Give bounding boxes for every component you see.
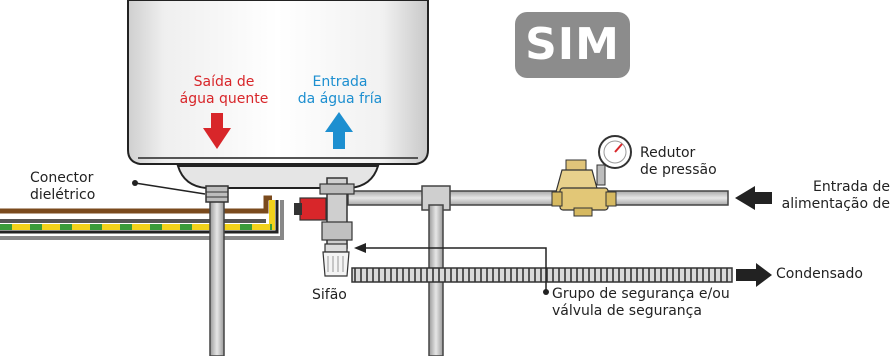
hot-water-pipe bbox=[205, 185, 229, 357]
hot-water-arrow bbox=[203, 113, 231, 149]
condensate-hose bbox=[351, 267, 733, 283]
safety-group-pointer bbox=[354, 243, 549, 295]
condensate-label: Condensado bbox=[776, 266, 863, 282]
hot-outlet-label-line2: água quente bbox=[179, 91, 269, 107]
hot-outlet-label-line1: Saída de bbox=[193, 74, 255, 90]
dielectric-label-line2: dielétrico bbox=[30, 187, 96, 203]
hot-outlet-label: Saída de água quente bbox=[172, 74, 276, 108]
cold-inlet-label: Entrada da água fría bbox=[288, 74, 392, 108]
dielectric-pointer bbox=[132, 180, 206, 195]
reducer-label-line2: de pressão bbox=[640, 162, 717, 178]
safety-group-assembly bbox=[294, 177, 355, 277]
dielectric-label: Conector dielétrico bbox=[30, 170, 95, 204]
cold-inlet-label-line2: da água fría bbox=[297, 91, 383, 107]
supply-label: Entrada de alimentação de bbox=[772, 179, 890, 213]
reducer-label-line1: Redutor bbox=[640, 145, 696, 161]
cold-water-arrow bbox=[325, 112, 353, 149]
sim-badge: SIM bbox=[515, 12, 630, 78]
safety-group-label-line2: válvula de segurança bbox=[552, 303, 702, 319]
reducer-label: Redutor de pressão bbox=[640, 145, 717, 179]
condensate-outlet-arrow bbox=[736, 263, 772, 287]
cold-inlet-label-line1: Entrada bbox=[312, 74, 368, 90]
supply-inlet-arrow bbox=[735, 186, 772, 210]
dielectric-label-line1: Conector bbox=[30, 170, 94, 186]
electric-cables bbox=[0, 195, 284, 240]
cold-supply-pipe bbox=[347, 185, 729, 357]
safety-group-label: Grupo de segurança e/ou válvula de segur… bbox=[552, 286, 730, 320]
supply-label-line1: Entrada de bbox=[813, 179, 890, 195]
pressure-reducer bbox=[551, 135, 632, 217]
safety-group-label-line1: Grupo de segurança e/ou bbox=[552, 286, 730, 302]
supply-label-line2: alimentação de bbox=[781, 196, 890, 212]
siphon-label: Sifão bbox=[312, 287, 347, 303]
